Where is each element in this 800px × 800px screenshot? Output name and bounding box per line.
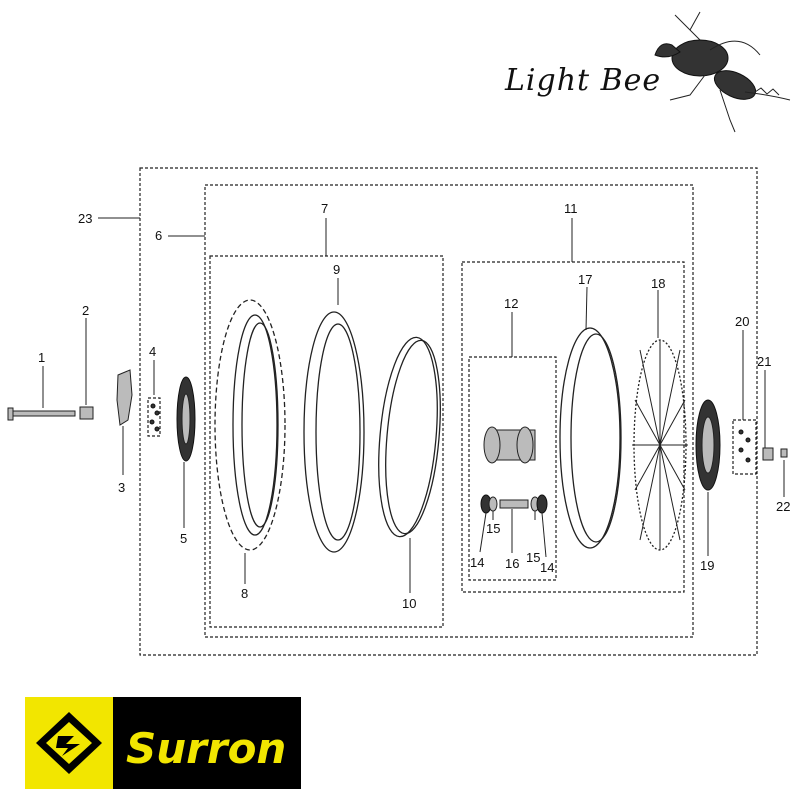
part-rim <box>559 327 622 549</box>
part-number-11: 11 <box>564 201 578 216</box>
part-number-5: 5 <box>180 531 187 546</box>
part-number-21: 21 <box>757 354 771 369</box>
part-hub <box>483 426 536 464</box>
part-number-7: 7 <box>321 201 328 216</box>
part-tube <box>303 311 365 553</box>
part-number-15b: 15 <box>526 550 540 565</box>
part-number-17: 17 <box>578 272 592 287</box>
part-number-1: 1 <box>38 350 45 365</box>
part-axle <box>7 407 76 421</box>
part-number-3: 3 <box>118 480 125 495</box>
part-rim-tape <box>378 336 441 538</box>
part-number-2: 2 <box>82 303 89 318</box>
part-number-14b: 14 <box>540 560 554 575</box>
part-number-12: 12 <box>504 296 518 311</box>
part-number-6: 6 <box>155 228 162 243</box>
logo-black-panel <box>113 697 301 789</box>
part-number-4: 4 <box>149 344 156 359</box>
part-sprocket <box>695 399 721 491</box>
part-bolts <box>147 397 161 437</box>
part-number-16: 16 <box>505 556 519 571</box>
part-number-18: 18 <box>651 276 665 291</box>
part-spokes <box>632 339 688 551</box>
part-number-10: 10 <box>402 596 416 611</box>
part-tire <box>214 299 286 551</box>
leader-14a <box>479 512 487 553</box>
part-number-19: 19 <box>700 558 714 573</box>
part-spacer <box>79 406 94 420</box>
part-number-23: 23 <box>78 211 92 226</box>
bee-mascot-icon <box>654 11 791 133</box>
part-number-9: 9 <box>333 262 340 277</box>
group-box-11 <box>461 261 685 593</box>
group-box-23 <box>139 167 758 656</box>
part-bearings <box>480 494 548 514</box>
part-brake-disc <box>176 376 196 462</box>
part-number-8: 8 <box>241 586 248 601</box>
surron-logo: Surron <box>25 697 301 789</box>
part-number-14a: 14 <box>470 555 484 570</box>
part-bracket <box>116 369 133 426</box>
model-name: Light Bee <box>504 63 661 98</box>
logo-text: Surron <box>126 724 286 773</box>
part-washer <box>762 447 774 461</box>
part-number-20: 20 <box>735 314 749 329</box>
leader-14b <box>541 512 547 558</box>
part-nut <box>780 448 788 458</box>
part-number-22: 22 <box>776 499 790 514</box>
part-sprocket-bolts <box>738 429 751 463</box>
surron-diamond-logo-icon <box>36 712 102 774</box>
group-box-20 <box>732 419 757 475</box>
part-number-15a: 15 <box>486 521 500 536</box>
leader-17 <box>585 286 588 331</box>
